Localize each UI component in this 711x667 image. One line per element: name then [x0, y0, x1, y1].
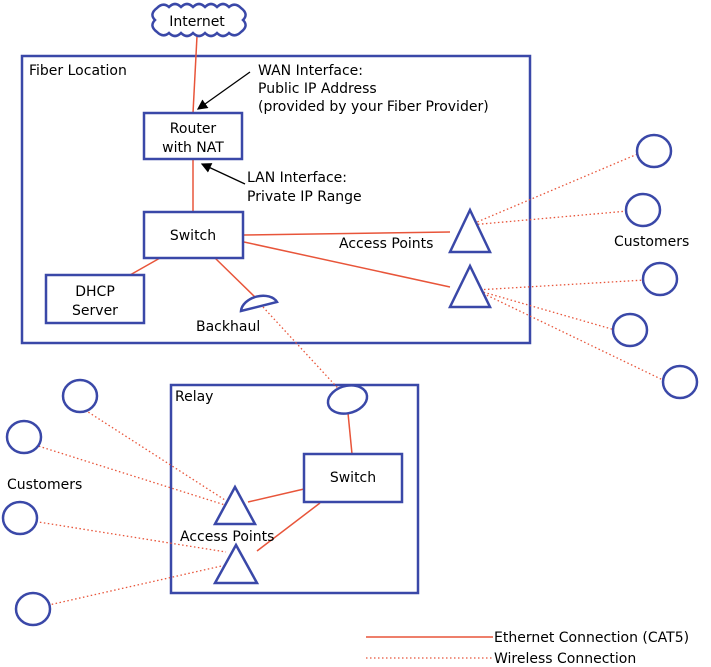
access-point-relay-1-icon — [212, 484, 258, 526]
router-label-line-2: with NAT — [162, 140, 224, 156]
access-point-relay-2-icon — [212, 542, 260, 585]
access-point-main-2-icon — [447, 263, 493, 309]
backhaul-label: Backhaul — [196, 319, 260, 335]
switch-relay-box — [302, 452, 404, 504]
dhcp-label-line-1: DHCP — [75, 284, 115, 300]
router-box — [142, 111, 244, 161]
wan-interface-line-1: WAN Interface: — [258, 63, 363, 79]
customer-left-1-icon — [61, 378, 99, 414]
switch-main-label: Switch — [170, 228, 216, 244]
dhcp-label-line-2: Server — [72, 303, 118, 319]
customer-right-3-icon — [641, 261, 679, 297]
customer-right-1-icon — [635, 133, 673, 169]
customers-right-label: Customers — [614, 234, 689, 250]
internet-label: Internet — [169, 14, 225, 30]
legend-wireless-label: Wireless Connection — [494, 651, 636, 667]
wan-interface-line-3: (provided by your Fiber Provider) — [258, 99, 489, 115]
switch-main-box — [142, 210, 245, 260]
switch-relay-label: Switch — [330, 470, 376, 486]
internet-cloud-icon — [151, 2, 247, 38]
relay-box — [169, 383, 420, 595]
lan-interface-line-1: LAN Interface: — [247, 170, 347, 186]
fiber-location-title: Fiber Location — [29, 63, 127, 79]
access-points-relay-label: Access Points — [180, 529, 274, 545]
router-label-line-1: Router — [170, 121, 217, 137]
lan-interface-line-2: Private IP Range — [247, 189, 362, 205]
customer-left-2-icon — [5, 419, 43, 455]
backhaul-dish-main-icon — [239, 294, 279, 313]
backhaul-dish-relay-icon — [326, 384, 369, 415]
dhcp-server-box — [44, 273, 146, 325]
customer-right-2-icon — [624, 192, 662, 228]
wireless-connections — [31, 152, 666, 608]
customers-left-label: Customers — [7, 477, 82, 493]
customer-left-4-icon — [14, 591, 52, 627]
wan-arrow — [196, 71, 251, 110]
ethernet-connections — [129, 35, 451, 552]
access-point-main-1-icon — [448, 207, 492, 254]
customer-left-3-icon — [1, 500, 39, 536]
customer-right-4-icon — [611, 312, 649, 348]
access-points-main-label: Access Points — [339, 236, 433, 252]
wan-interface-line-2: Public IP Address — [258, 81, 377, 97]
legend-ethernet-label: Ethernet Connection (CAT5) — [494, 630, 689, 646]
customer-right-5-icon — [661, 364, 699, 400]
lan-arrow — [200, 163, 246, 185]
relay-title: Relay — [175, 389, 213, 405]
